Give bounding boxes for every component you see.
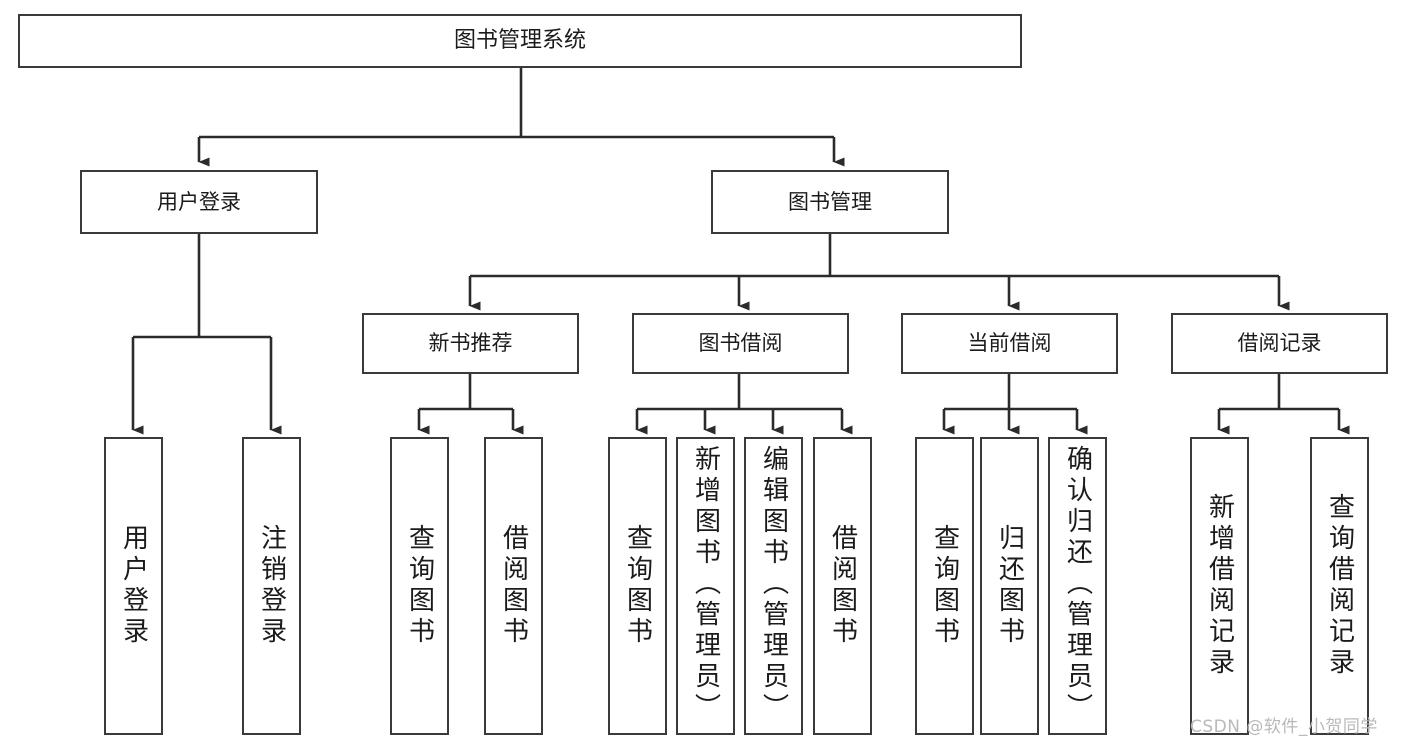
node-label: 查询借阅记录 <box>1324 493 1355 679</box>
node-label: 借阅记录 <box>1237 331 1322 356</box>
node-label: 用户登录 <box>157 189 241 214</box>
node-book-management[interactable]: 图书管理 <box>711 170 949 234</box>
leaf-add-book-admin[interactable]: 新增图书（管理员） <box>676 437 735 735</box>
node-label: 新增借阅记录 <box>1204 493 1235 679</box>
node-label: 查询图书 <box>404 524 435 648</box>
node-label: 当前借阅 <box>967 331 1052 356</box>
node-new-book-recommendation[interactable]: 新书推荐 <box>362 313 579 374</box>
leaf-borrow-books-recommend[interactable]: 借阅图书 <box>484 437 543 735</box>
leaf-query-books-recommend[interactable]: 查询图书 <box>390 437 449 735</box>
leaf-add-borrow-record[interactable]: 新增借阅记录 <box>1190 437 1249 735</box>
node-book-borrowing[interactable]: 图书借阅 <box>632 313 849 374</box>
node-root-library-management-system[interactable]: 图书管理系统 <box>18 14 1022 68</box>
leaf-user-login[interactable]: 用户登录 <box>104 437 163 735</box>
leaf-borrow-books[interactable]: 借阅图书 <box>813 437 872 735</box>
leaf-logout[interactable]: 注销登录 <box>242 437 301 735</box>
leaf-query-borrow-record[interactable]: 查询借阅记录 <box>1310 437 1369 735</box>
leaf-return-books[interactable]: 归还图书 <box>980 437 1039 735</box>
node-label: 新书推荐 <box>428 331 513 356</box>
node-user-login[interactable]: 用户登录 <box>80 170 318 234</box>
node-current-borrowing[interactable]: 当前借阅 <box>901 313 1118 374</box>
node-label: 编辑图书（管理员） <box>758 445 789 724</box>
node-label: 借阅图书 <box>498 524 529 648</box>
node-borrowing-records[interactable]: 借阅记录 <box>1171 313 1388 374</box>
leaf-edit-book-admin[interactable]: 编辑图书（管理员） <box>744 437 803 735</box>
node-label: 借阅图书 <box>827 524 858 648</box>
node-label: 查询图书 <box>622 524 653 648</box>
watermark-text: CSDN @软件_小贺同学 <box>1190 717 1378 737</box>
node-label: 图书借阅 <box>698 331 783 356</box>
node-label: 用户登录 <box>118 524 149 648</box>
leaf-query-books-borrow[interactable]: 查询图书 <box>608 437 667 735</box>
node-label: 图书管理 <box>788 189 872 214</box>
node-label: 归还图书 <box>994 524 1025 648</box>
leaf-confirm-return-admin[interactable]: 确认归还（管理员） <box>1048 437 1107 735</box>
node-label: 确认归还（管理员） <box>1062 445 1093 724</box>
node-label: 图书管理系统 <box>453 28 586 54</box>
node-label: 注销登录 <box>256 524 287 648</box>
node-label: 新增图书（管理员） <box>690 445 721 724</box>
node-label: 查询图书 <box>929 524 960 648</box>
leaf-query-books-current[interactable]: 查询图书 <box>915 437 974 735</box>
